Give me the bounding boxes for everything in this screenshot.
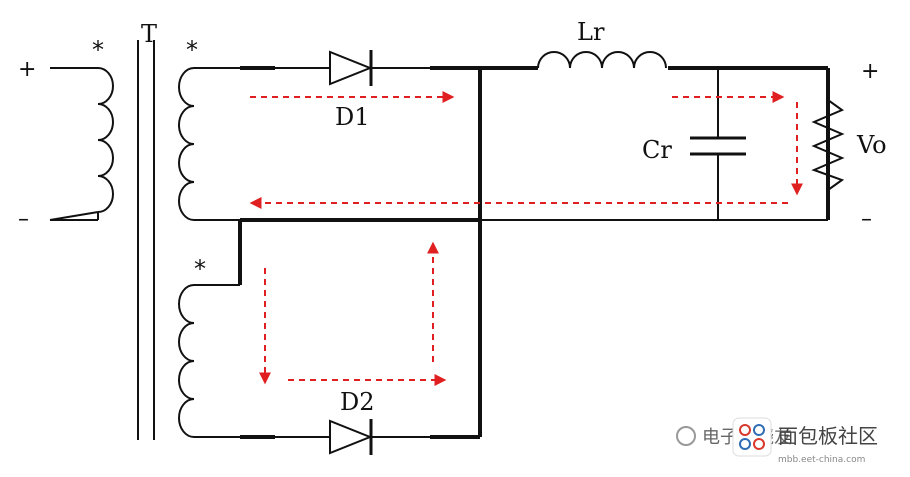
secondary-upper-winding: [178, 67, 240, 221]
label-lr: Lr: [577, 18, 605, 46]
transformer-core: [137, 40, 155, 440]
label-d2: D2: [340, 388, 375, 416]
label-dot-secondary-bottom: *: [194, 255, 206, 283]
diode-d2: [329, 419, 373, 455]
label-dot-secondary-top: *: [186, 36, 198, 64]
label-d1: D1: [335, 103, 370, 131]
secondary-lower-winding: [178, 284, 240, 438]
label-cr: Cr: [642, 136, 672, 164]
label-in-plus: +: [18, 57, 36, 82]
label-vo: Vo: [856, 131, 887, 159]
thin-wires: [275, 67, 829, 438]
diode-d1: [329, 50, 373, 86]
capacitor-cr: [690, 136, 746, 156]
thick-wires: [238, 66, 830, 439]
label-transformer: T: [141, 20, 157, 48]
watermark-logo-icon: [732, 417, 772, 457]
label-out-plus: +: [861, 59, 879, 84]
watermark: 电子发烧友 面包板社区 mbb.eet-china.com: [676, 417, 878, 465]
watermark-site-text: 面包板社区: [778, 424, 878, 448]
primary-winding: [49, 67, 114, 221]
current-flow-arrows: [249, 91, 803, 386]
watermark-chat-icon: [676, 426, 696, 446]
inductor-lr: [537, 51, 667, 69]
label-in-minus: –: [18, 207, 29, 232]
load-resistor: [811, 99, 845, 191]
watermark-site-url: mbb.eet-china.com: [778, 455, 865, 465]
label-out-minus: –: [861, 207, 872, 232]
label-dot-primary: *: [92, 36, 104, 64]
